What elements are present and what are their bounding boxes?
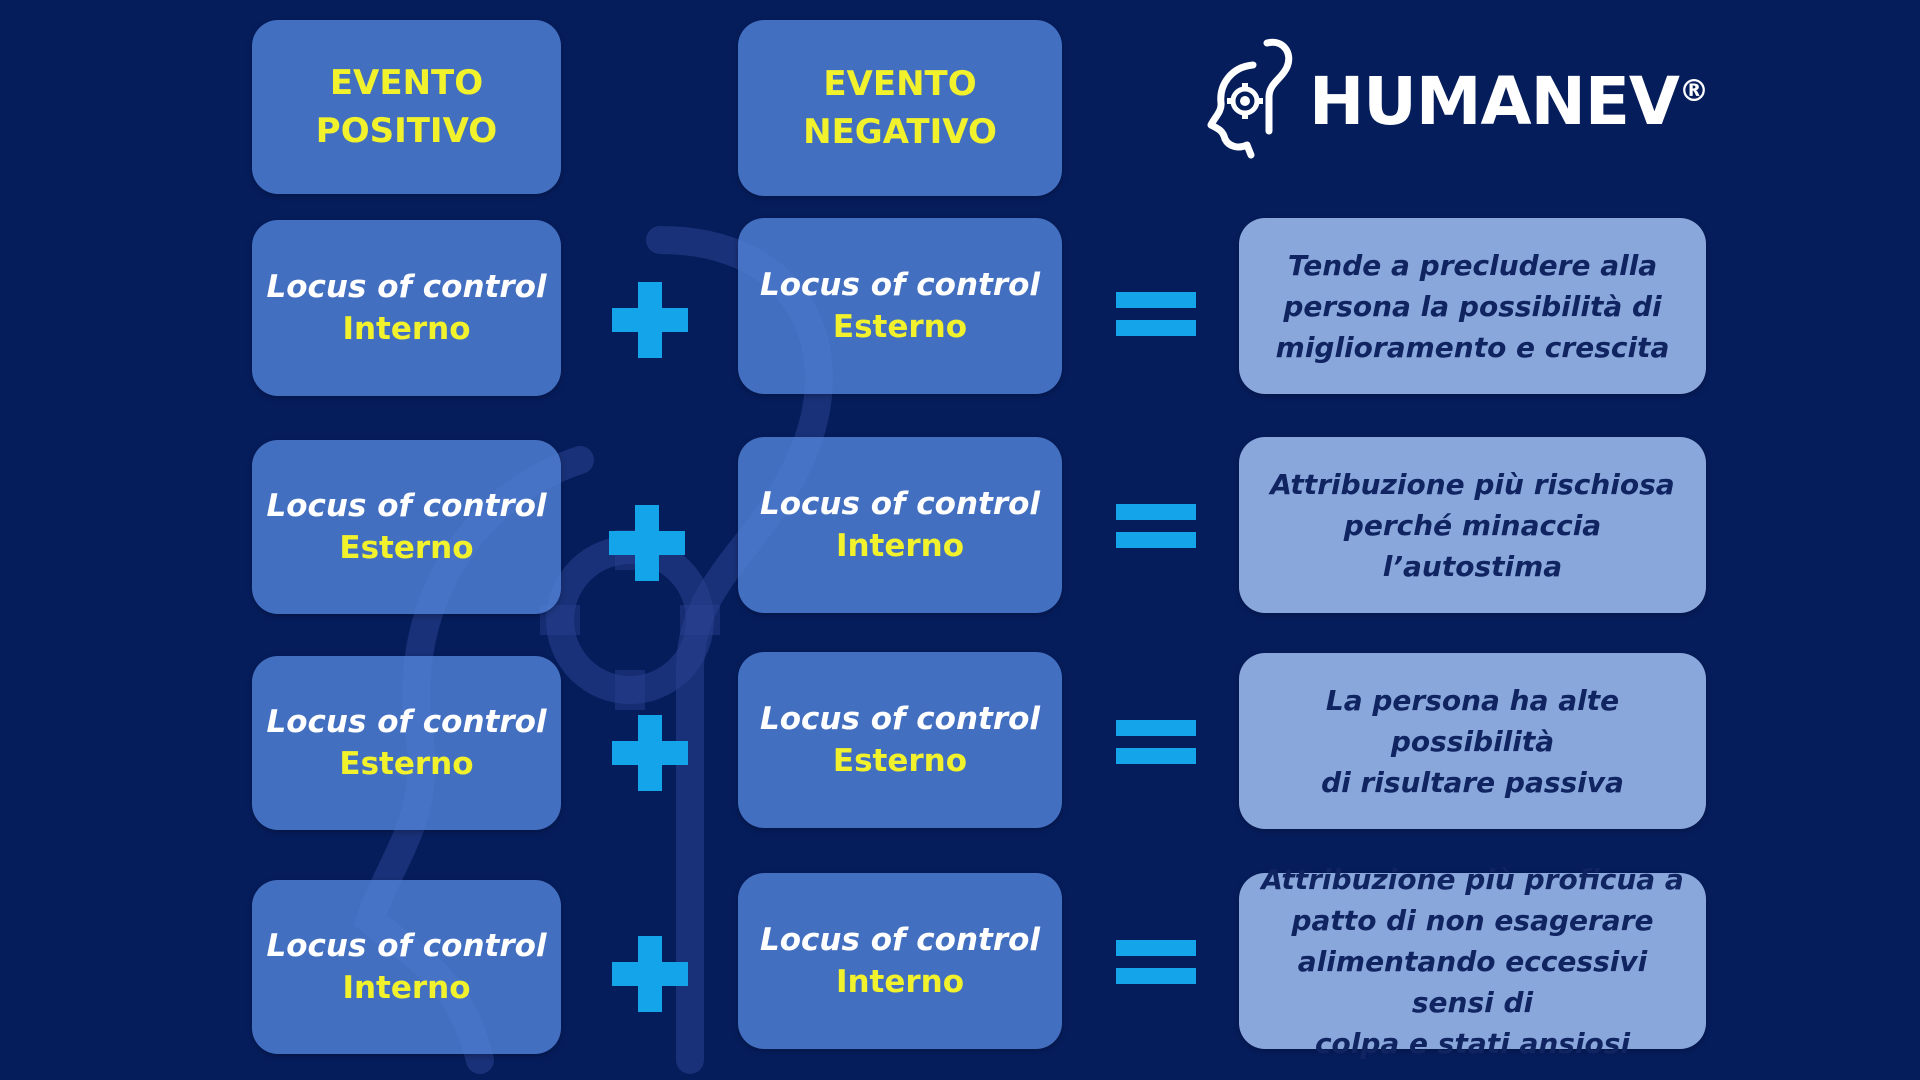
row2-positive-label: Locus of control: [266, 488, 547, 524]
row2-equals-icon: [1116, 504, 1196, 548]
row2-result-box: Attribuzione più rischiosa perché minacc…: [1239, 437, 1706, 613]
row2-plus-icon: [609, 505, 685, 581]
row1-positive-box: Locus of control Interno: [252, 220, 561, 396]
row4-negative-value: Interno: [835, 964, 965, 1000]
header-positivo-line2: POSITIVO: [315, 111, 498, 151]
row2-negative-value: Interno: [835, 528, 965, 564]
row1-positive-label: Locus of control: [266, 269, 547, 305]
row4-negative-label: Locus of control: [759, 922, 1041, 958]
row3-negative-value: Esterno: [832, 743, 968, 779]
header-positivo-line1: EVENTO: [329, 63, 484, 103]
row4-result-line4: colpa e stati ansiosi: [1314, 1026, 1631, 1060]
row1-result-line3: miglioramento e crescita: [1275, 330, 1670, 364]
row1-positive-value: Interno: [342, 311, 471, 347]
row4-result-line3: alimentando eccessivi sensi di: [1297, 944, 1648, 1019]
row4-positive-label: Locus of control: [266, 928, 547, 964]
logo-wordmark: HUMANEV: [1309, 62, 1680, 140]
row1-result-line2: persona la possibilità di: [1283, 289, 1662, 323]
row2-positive-box: Locus of control Esterno: [252, 440, 561, 614]
row3-plus-icon: [612, 715, 688, 791]
row3-positive-label: Locus of control: [266, 704, 547, 740]
row3-result-line1: La persona ha alte possibilità: [1325, 683, 1620, 758]
row4-positive-value: Interno: [342, 970, 471, 1006]
row3-result-line2: di risultare passiva: [1321, 765, 1624, 799]
humanev-logo: HUMANEV ®: [1205, 32, 1709, 162]
row3-negative-box: Locus of control Esterno: [738, 652, 1062, 828]
row4-negative-box: Locus of control Interno: [738, 873, 1062, 1049]
row4-equals-icon: [1116, 940, 1196, 984]
row2-negative-label: Locus of control: [759, 486, 1041, 522]
row2-result-line1: Attribuzione più rischiosa: [1270, 467, 1675, 501]
header-evento-positivo: EVENTO POSITIVO: [252, 20, 561, 194]
row4-positive-box: Locus of control Interno: [252, 880, 561, 1054]
header-negativo-line1: EVENTO: [823, 64, 977, 104]
header-evento-negativo: EVENTO NEGATIVO: [738, 20, 1062, 196]
row1-negative-box: Locus of control Esterno: [738, 218, 1062, 394]
row2-positive-value: Esterno: [339, 530, 474, 566]
row4-result-line1: Attribuzione più proficua a: [1261, 862, 1684, 896]
logo-registered-mark: ®: [1679, 74, 1709, 109]
row4-result-line2: patto di non esagerare: [1291, 903, 1654, 937]
row1-negative-label: Locus of control: [759, 267, 1041, 303]
row3-result-box: La persona ha alte possibilità di risult…: [1239, 653, 1706, 829]
row2-result-line2: perché minaccia l’autostima: [1343, 508, 1602, 583]
row2-negative-box: Locus of control Interno: [738, 437, 1062, 613]
row1-result-box: Tende a precludere alla persona la possi…: [1239, 218, 1706, 394]
head-gear-logo-icon: [1207, 38, 1293, 158]
row3-equals-icon: [1116, 720, 1196, 764]
row1-plus-icon: [612, 282, 688, 358]
row4-plus-icon: [612, 936, 688, 1012]
row1-result-line1: Tende a precludere alla: [1287, 248, 1658, 282]
header-negativo-line2: NEGATIVO: [803, 112, 997, 152]
row3-positive-box: Locus of control Esterno: [252, 656, 561, 830]
row3-positive-value: Esterno: [339, 746, 474, 782]
row1-negative-value: Esterno: [832, 309, 968, 345]
row4-result-box: Attribuzione più proficua a patto di non…: [1239, 863, 1706, 1060]
row1-equals-icon: [1116, 292, 1196, 336]
row3-negative-label: Locus of control: [759, 701, 1041, 737]
